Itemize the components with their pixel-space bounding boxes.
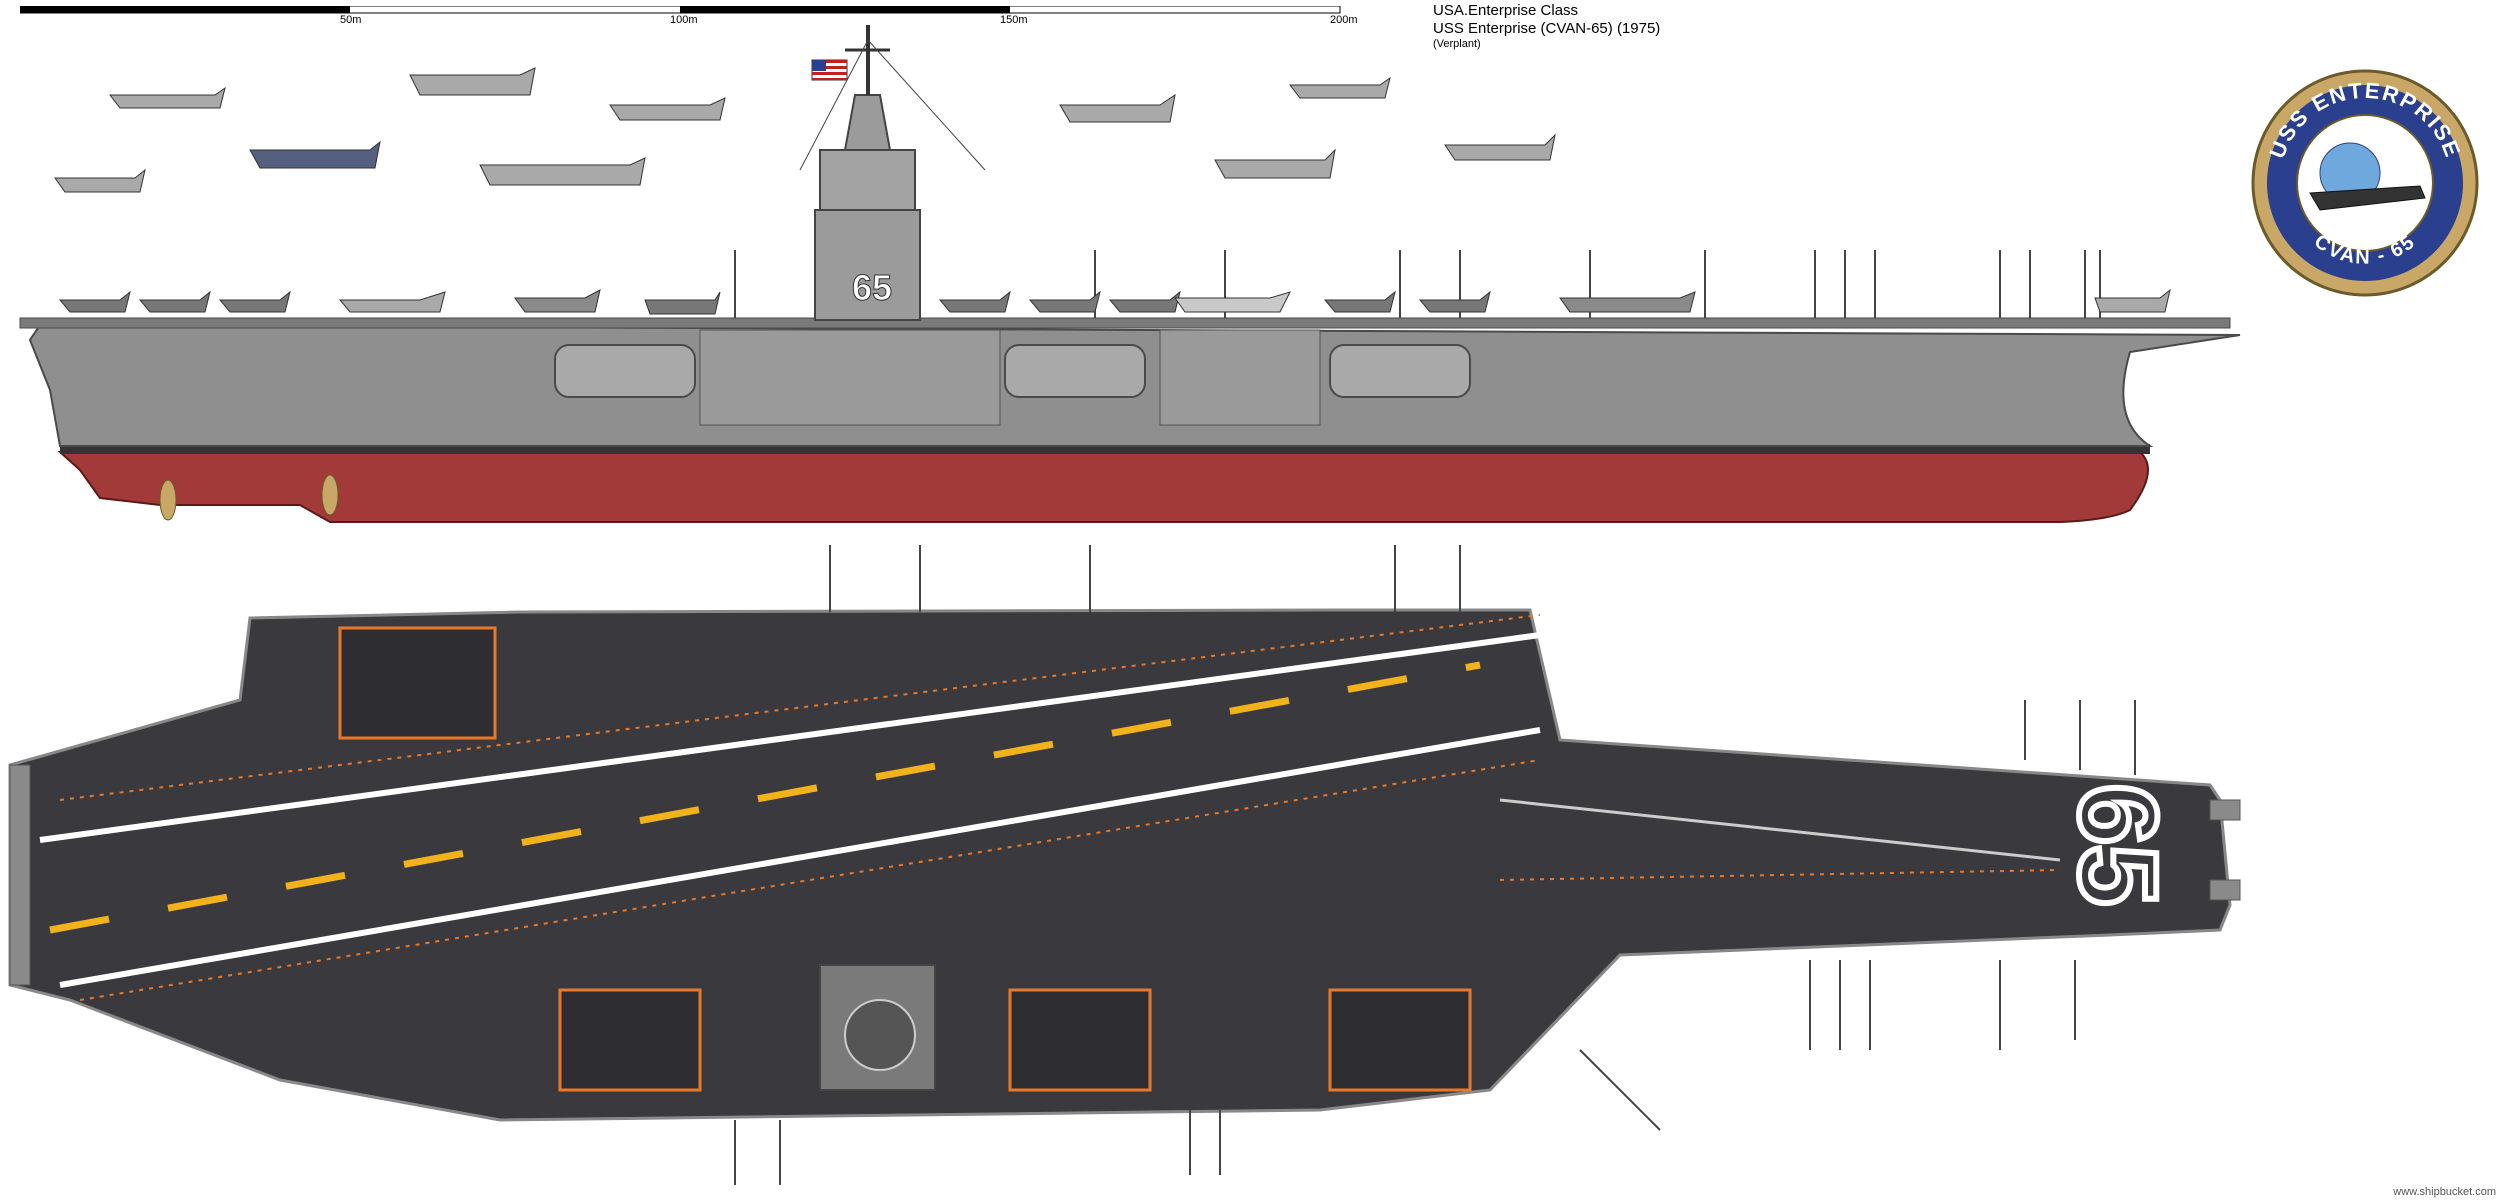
boot-topping [60,444,2150,454]
flight-deck-edge [19,317,2231,329]
carrier-icon [2309,185,2426,211]
ship-subtitle: (Verplant) [1433,38,1481,50]
ship-name-title: USS Enterprise (CVAN-65) (1975) [1433,20,1661,37]
deck-elevator-2 [558,988,702,1092]
ship-class-title: USA.Enterprise Class [1433,2,1579,19]
scale-label-200: 200m [1330,14,1358,26]
hangar-bay-2 [1004,344,1146,398]
scale-label-50: 50m [340,14,362,26]
island-upper [819,149,916,211]
deck-elevator-4 [1328,988,1472,1092]
hangar-bay-3 [1329,344,1471,398]
scale-label-150: 150m [1000,14,1028,26]
landing-centerline [49,661,1481,934]
side-profile-view: 65 [19,25,2241,523]
hangar-bay-1 [554,344,696,398]
scale-bar [20,6,1341,14]
us-flag [811,59,848,81]
island-base [814,209,921,321]
deck-elevator-1 [338,626,497,740]
hull-underwater [57,451,2149,523]
profile-hull-number: 65 [852,267,892,308]
uss-enterprise-emblem: USS ENTERPRISE CVAN - 65 [2251,69,2479,297]
scale-label-100: 100m [670,14,698,26]
deck-elevator-3 [1008,988,1152,1092]
deck-hull-number: 65 [2056,784,2179,906]
island-dome [843,94,892,151]
credit-text: www.shipbucket.com [2393,1186,2496,1198]
